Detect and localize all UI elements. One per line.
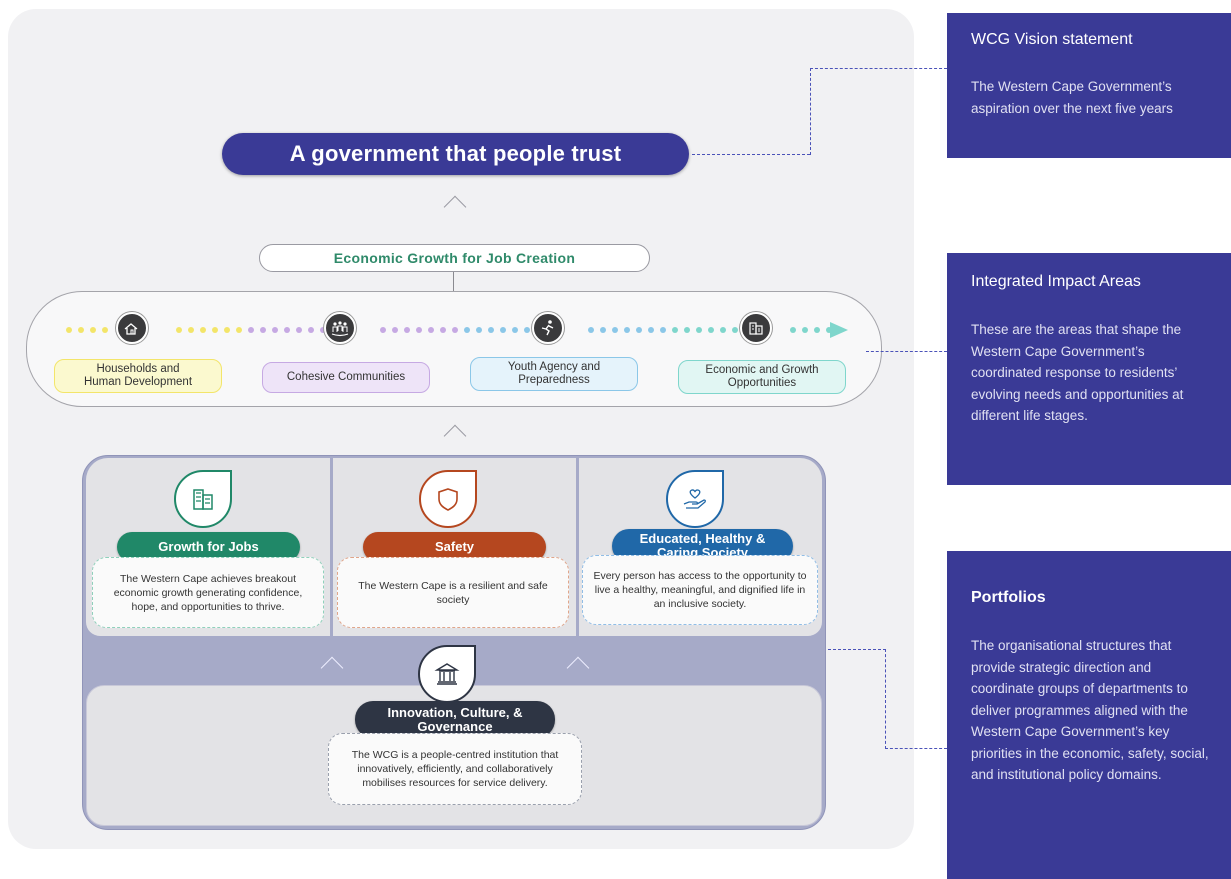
arrow-head-icon bbox=[830, 322, 848, 338]
impact-area-label: Households and Human Development bbox=[83, 363, 193, 388]
community-icon bbox=[324, 312, 356, 344]
dotted-line-dot bbox=[648, 327, 654, 333]
dotted-line-dot bbox=[624, 327, 630, 333]
economic-growth-pill: Economic Growth for Job Creation bbox=[259, 244, 650, 272]
sidebar-vision-title: WCG Vision statement bbox=[971, 31, 1133, 48]
dotted-line-dot bbox=[512, 327, 518, 333]
connector-dashed bbox=[828, 649, 886, 650]
dotted-line-dot bbox=[308, 327, 314, 333]
dotted-line-dot bbox=[416, 327, 422, 333]
dotted-line-dot bbox=[500, 327, 506, 333]
impact-area-cohesive: Cohesive Communities bbox=[262, 362, 430, 393]
dotted-line-dot bbox=[248, 327, 254, 333]
dotted-line-dot bbox=[78, 327, 84, 333]
impact-area-youth: Youth Agency and Preparedness bbox=[470, 357, 638, 391]
sidebar-portfolios-title: Portfolios bbox=[971, 589, 1046, 606]
sidebar-vision-body: The Western Cape Government’s aspiration… bbox=[971, 79, 1173, 116]
connector-dashed bbox=[866, 351, 947, 352]
heart-hand-icon bbox=[666, 470, 724, 528]
sidebar-impact-body: These are the areas that shape the Weste… bbox=[971, 322, 1184, 423]
portfolio-description: The Western Cape is a resilient and safe… bbox=[358, 579, 548, 606]
portfolio-title: Growth for Jobs bbox=[158, 539, 259, 554]
sidebar-impact-box: Integrated Impact Areas These are the ar… bbox=[947, 253, 1231, 485]
dotted-line-dot bbox=[732, 327, 738, 333]
dotted-line-dot bbox=[696, 327, 702, 333]
sidebar-vision-box: WCG Vision statement The Western Cape Go… bbox=[947, 13, 1231, 158]
dotted-line-dot bbox=[600, 327, 606, 333]
vision-title: A government that people trust bbox=[289, 141, 622, 166]
dotted-line-dot bbox=[176, 327, 182, 333]
buildings-icon bbox=[740, 312, 772, 344]
dotted-line-dot bbox=[672, 327, 678, 333]
portfolio-description: The Western Cape achieves breakout econo… bbox=[113, 572, 303, 613]
house-road-icon bbox=[116, 312, 148, 344]
dotted-line-dot bbox=[236, 327, 242, 333]
dotted-line-dot bbox=[524, 327, 530, 333]
dotted-line-dot bbox=[260, 327, 266, 333]
dotted-line-dot bbox=[90, 327, 96, 333]
dotted-line-dot bbox=[660, 327, 666, 333]
portfolio-title: Innovation, Culture, & Governance bbox=[387, 704, 523, 734]
sidebar-portfolios-body: The organisational structures that provi… bbox=[971, 638, 1209, 782]
dotted-line-dot bbox=[814, 327, 820, 333]
dotted-line-dot bbox=[272, 327, 278, 333]
dotted-line-dot bbox=[488, 327, 494, 333]
dotted-line-dot bbox=[404, 327, 410, 333]
connector-line bbox=[453, 272, 454, 292]
sidebar-portfolios-box: Portfolios The organisational structures… bbox=[947, 551, 1231, 879]
portfolio-description: Every person has access to the opportuni… bbox=[593, 570, 807, 610]
vision-statement-pill: A government that people trust bbox=[222, 133, 689, 175]
dotted-line-dot bbox=[380, 327, 386, 333]
connector-dashed bbox=[885, 649, 886, 749]
portfolio-description-growth: The Western Cape achieves breakout econo… bbox=[92, 557, 324, 628]
dotted-line-dot bbox=[720, 327, 726, 333]
dotted-line-dot bbox=[320, 327, 326, 333]
institution-icon bbox=[418, 645, 476, 703]
dotted-line-dot bbox=[464, 327, 470, 333]
economic-growth-label: Economic Growth for Job Creation bbox=[333, 250, 576, 266]
dotted-line-dot bbox=[790, 327, 796, 333]
sidebar-impact-title: Integrated Impact Areas bbox=[971, 273, 1141, 290]
dotted-line-dot bbox=[66, 327, 72, 333]
impact-area-economic: Economic and Growth Opportunities bbox=[678, 360, 846, 394]
dotted-line-dot bbox=[476, 327, 482, 333]
impact-area-households: Households and Human Development bbox=[54, 359, 222, 393]
portfolio-description-society: Every person has access to the opportuni… bbox=[582, 555, 818, 625]
dotted-line-dot bbox=[452, 327, 458, 333]
dotted-line-dot bbox=[102, 327, 108, 333]
portfolio-description-safety: The Western Cape is a resilient and safe… bbox=[337, 557, 569, 628]
dotted-line-dot bbox=[284, 327, 290, 333]
connector-dashed bbox=[692, 154, 810, 155]
portfolio-title: Safety bbox=[434, 539, 475, 554]
dotted-line-dot bbox=[440, 327, 446, 333]
connector-dashed bbox=[810, 68, 947, 69]
impact-area-label: Youth Agency and Preparedness bbox=[507, 361, 601, 386]
connector-dashed bbox=[885, 748, 947, 749]
dotted-line-dot bbox=[200, 327, 206, 333]
impact-area-label: Cohesive Communities bbox=[286, 371, 406, 383]
shield-icon bbox=[419, 470, 477, 528]
dotted-line-dot bbox=[612, 327, 618, 333]
portfolio-description-innovation: The WCG is a people-centred institution … bbox=[328, 733, 582, 805]
dotted-line-dot bbox=[296, 327, 302, 333]
youth-runner-icon bbox=[532, 312, 564, 344]
dotted-line-dot bbox=[212, 327, 218, 333]
dotted-line-dot bbox=[636, 327, 642, 333]
dotted-line-dot bbox=[428, 327, 434, 333]
impact-area-label: Economic and Growth Opportunities bbox=[705, 364, 819, 389]
dotted-line-dot bbox=[826, 327, 832, 333]
portfolio-title-innovation: Innovation, Culture, & Governance bbox=[355, 701, 555, 738]
dotted-line-dot bbox=[708, 327, 714, 333]
dotted-line-dot bbox=[588, 327, 594, 333]
dotted-line-dot bbox=[224, 327, 230, 333]
dotted-line-dot bbox=[802, 327, 808, 333]
portfolio-description: The WCG is a people-centred institution … bbox=[351, 749, 559, 789]
dotted-line-dot bbox=[188, 327, 194, 333]
buildings-icon bbox=[174, 470, 232, 528]
connector-dashed bbox=[810, 68, 811, 155]
dotted-line-dot bbox=[684, 327, 690, 333]
dotted-line-dot bbox=[392, 327, 398, 333]
